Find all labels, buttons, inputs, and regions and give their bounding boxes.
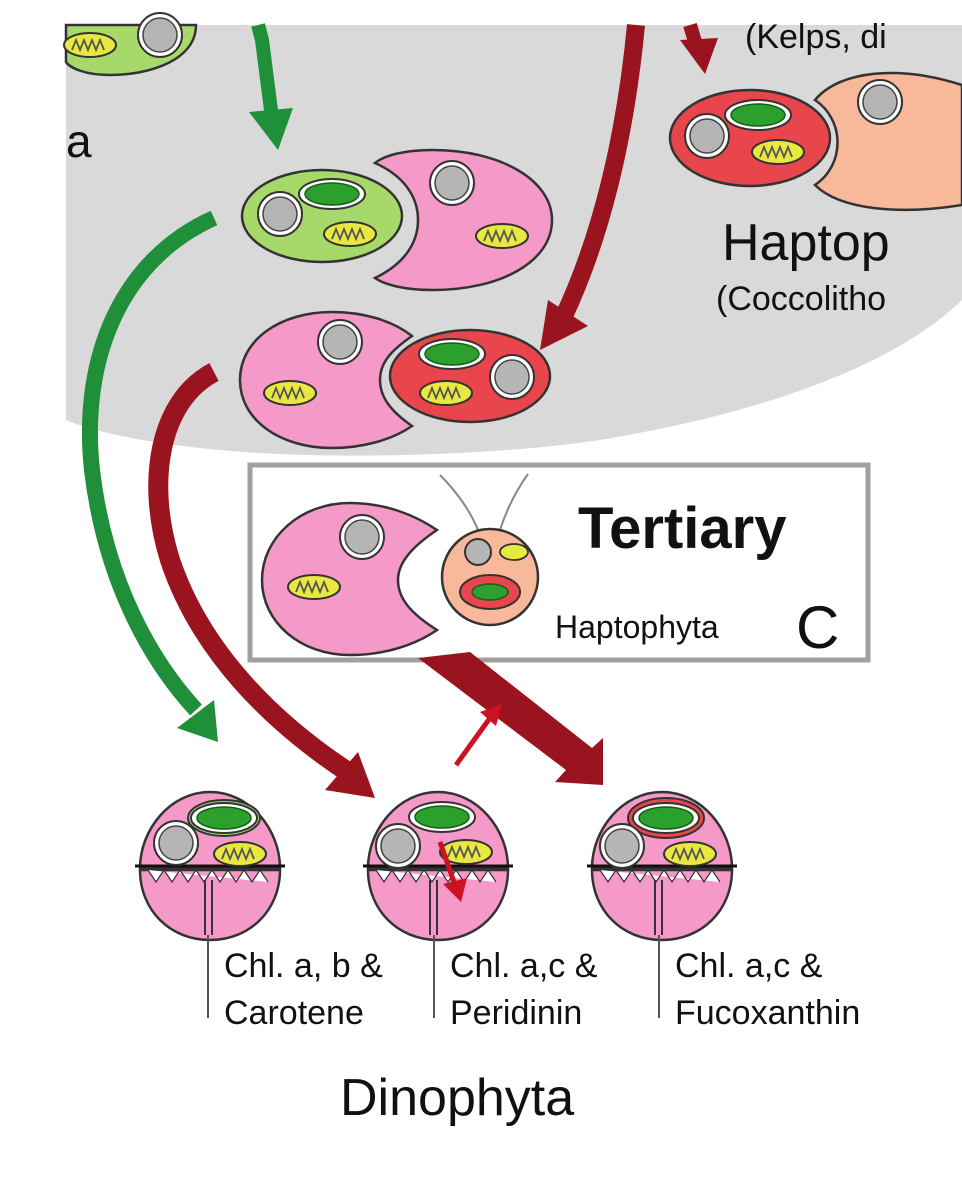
green-arrowhead-long — [177, 700, 218, 742]
nucleus-icon — [375, 823, 421, 869]
pigment-1-line2: Carotene — [224, 994, 364, 1032]
coccolitho-label: (Coccolitho — [716, 280, 886, 318]
kelps-label: (Kelps, di — [745, 18, 887, 56]
green-in-pink-cell-pair — [240, 148, 554, 292]
green-arrow-long — [81, 210, 218, 716]
nucleus-icon — [153, 820, 199, 866]
nucleus-icon — [857, 79, 903, 125]
pigment-1-line1: Chl. a, b & — [224, 947, 383, 985]
dinoflagellate-red-plastid — [363, 790, 513, 942]
tertiary-haptophyte-cell — [439, 473, 540, 627]
mitochondrion-icon — [63, 32, 117, 58]
dinophyta-label: Dinophyta — [340, 1069, 574, 1127]
red-arrowhead-top-right — [680, 38, 718, 74]
small-red-arrowhead-up — [480, 704, 502, 726]
mitochondrion-icon — [323, 221, 377, 247]
tertiary-heading: Tertiary — [578, 496, 786, 561]
mitochondrion-icon — [475, 223, 529, 249]
letter-c-label: C — [796, 594, 839, 661]
nucleus-icon — [339, 514, 385, 560]
nucleus-icon — [489, 354, 535, 400]
chloroplast-icon — [632, 802, 700, 834]
red-wedge-arrow — [418, 652, 603, 785]
mitochondrion-icon — [263, 380, 317, 406]
mitochondrion-icon — [419, 380, 473, 406]
haptophyte-secondary-cell-pair — [668, 71, 962, 212]
partial-green-cell-top-left — [63, 12, 198, 77]
red-arrow-top — [554, 24, 645, 322]
pigment-2-line1: Chl. a,c & — [450, 947, 598, 985]
chloroplast-icon — [408, 801, 476, 833]
red-arrowhead-long — [325, 752, 375, 798]
nucleus-icon — [429, 160, 475, 206]
small-red-arrow-down — [437, 841, 457, 883]
nucleus-icon — [599, 823, 645, 869]
green-arrowhead-top — [249, 108, 293, 150]
mitochondrion-icon — [751, 139, 805, 165]
red-in-pink-cell-pair — [238, 310, 552, 450]
pigment-3-line1: Chl. a,c & — [675, 947, 823, 985]
pigment-2-line2: Peridinin — [450, 994, 582, 1032]
nucleus-icon — [317, 319, 363, 365]
nucleus-icon — [257, 191, 303, 237]
partial-label-a: a — [66, 115, 92, 167]
mitochondrion-icon — [287, 574, 341, 600]
chloroplast-icon — [298, 178, 366, 210]
nucleus-icon — [137, 12, 183, 58]
tertiary-pink-host-cell — [260, 501, 440, 657]
red-arrowhead-top — [540, 300, 588, 350]
haptophyta-label: Haptophyta — [555, 609, 719, 645]
haptophyta-heading-partial: Haptop — [722, 214, 890, 272]
green-arrow-top — [251, 23, 279, 119]
red-arrow-long — [148, 363, 351, 779]
dinoflagellate-green-plastid — [135, 790, 285, 942]
chloroplast-icon — [190, 802, 258, 834]
pigment-3-line2: Fucoxanthin — [675, 994, 860, 1032]
mitochondrion-icon — [663, 841, 717, 867]
mitochondrion-icon — [213, 841, 267, 867]
dinoflagellate-haptophyte-plastid — [587, 790, 737, 942]
small-red-arrow-up — [453, 716, 493, 767]
small-red-arrowhead-down — [443, 878, 467, 902]
nucleus-icon — [684, 113, 730, 159]
chloroplast-icon — [724, 99, 792, 131]
chloroplast-icon — [418, 338, 486, 370]
